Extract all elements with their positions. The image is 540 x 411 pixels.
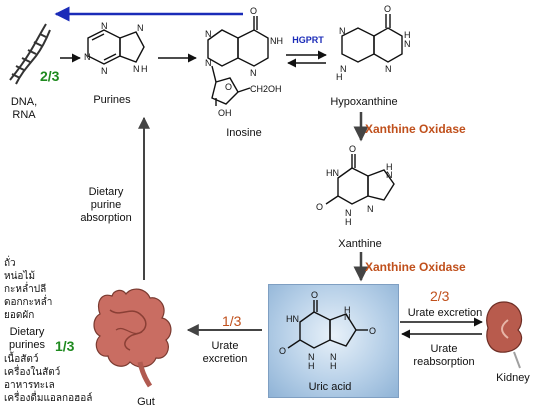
hgprt-label: HGPRT — [292, 35, 324, 45]
svg-text:N: N — [205, 29, 212, 39]
purines-label: Purines — [93, 94, 131, 106]
xanthine-oxidase-label-1: Xanthine Oxidase — [365, 122, 466, 136]
svg-text:N: N — [340, 64, 347, 74]
svg-text:O: O — [250, 6, 257, 16]
thai-food-item: เนื้อสัตว์ — [4, 354, 39, 365]
svg-text:OH: OH — [218, 108, 232, 118]
xanthine-structure: O O HN N H N H N — [316, 144, 395, 227]
svg-text:CH2OH: CH2OH — [250, 84, 282, 94]
fraction-dna: 2/3 — [40, 68, 60, 84]
svg-text:O: O — [316, 202, 323, 212]
urate-excretion-kidney-label: Urate excretion — [407, 307, 483, 319]
dna-helix-icon — [9, 23, 51, 85]
thai-food-item: ถั่ว — [4, 258, 16, 269]
dietary-absorption-label: Dietary purine absorption — [80, 186, 132, 224]
kidney-label: Kidney — [496, 372, 530, 384]
fraction-gut-excretion: 1/3 — [222, 313, 242, 329]
fraction-dietary: 1/3 — [55, 338, 75, 354]
thai-food-item: กะหล่ำปลี — [4, 284, 47, 295]
fraction-kidney-excretion: 2/3 — [430, 288, 450, 304]
uric-acid-label: Uric acid — [308, 381, 352, 393]
thai-food-item: ดอกกะหล่ำ — [4, 297, 53, 308]
svg-text:N: N — [133, 64, 140, 74]
svg-text:NH: NH — [270, 36, 283, 46]
thai-food-item: ยอดผัก — [4, 310, 35, 321]
svg-text:N: N — [385, 64, 392, 74]
svg-text:O: O — [225, 82, 232, 92]
svg-text:H: H — [141, 64, 148, 74]
svg-text:N: N — [84, 52, 91, 62]
svg-text:O: O — [311, 290, 318, 300]
thai-food-item: เครื่องดื่มแอลกอฮอล์ — [4, 393, 93, 404]
svg-text:H: H — [404, 30, 411, 40]
thai-food-item: อาหารทะเล — [4, 380, 55, 391]
thai-food-item: เครื่องในสัตว์ — [4, 367, 61, 378]
svg-text:N: N — [386, 170, 393, 180]
inosine-label: Inosine — [226, 127, 262, 139]
xanthine-label: Xanthine — [338, 238, 382, 250]
svg-text:N: N — [367, 204, 374, 214]
svg-text:N: N — [137, 23, 144, 33]
svg-text:H: H — [345, 217, 352, 227]
uric-acid-structure: O O O HN N H N H H N — [279, 290, 376, 371]
svg-text:HN: HN — [326, 168, 339, 178]
svg-text:O: O — [349, 144, 356, 154]
svg-text:N: N — [205, 58, 212, 68]
svg-text:O: O — [369, 326, 376, 336]
hypoxanthine-structure: O H N N N H N — [336, 4, 411, 82]
svg-text:N: N — [250, 68, 257, 78]
svg-text:N: N — [330, 352, 337, 362]
svg-text:N: N — [308, 352, 315, 362]
svg-text:H: H — [308, 361, 315, 371]
hypoxanthine-label: Hypoxanthine — [330, 96, 398, 108]
svg-text:N: N — [101, 66, 108, 76]
svg-text:O: O — [384, 4, 391, 14]
svg-text:N: N — [345, 208, 352, 218]
kidney-icon — [486, 301, 523, 369]
urate-reabsorption-label: Urate reabsorption — [413, 343, 475, 368]
purine-structure: N N N N H N — [84, 21, 148, 76]
thai-food-item: หน่อไม้ — [4, 271, 36, 282]
svg-text:HN: HN — [286, 314, 299, 324]
urate-excretion-gut-label: Urate excretion — [202, 340, 248, 365]
inosine-structure: O NH N N N CH2OH OH O — [205, 6, 283, 118]
svg-text:H: H — [336, 72, 343, 82]
xanthine-oxidase-label-2: Xanthine Oxidase — [365, 260, 466, 274]
svg-text:N: N — [339, 26, 346, 36]
svg-text:N: N — [344, 312, 351, 322]
dna-rna-label: DNA, RNA — [10, 96, 38, 121]
svg-text:O: O — [279, 346, 286, 356]
svg-text:H: H — [386, 162, 393, 172]
svg-text:H: H — [344, 305, 351, 315]
gut-label: Gut — [137, 396, 155, 408]
svg-text:N: N — [404, 39, 411, 49]
gut-intestines-icon — [93, 288, 172, 388]
dietary-purines-label: Dietary purines — [8, 326, 46, 351]
svg-text:N: N — [101, 21, 108, 31]
svg-text:H: H — [330, 361, 337, 371]
